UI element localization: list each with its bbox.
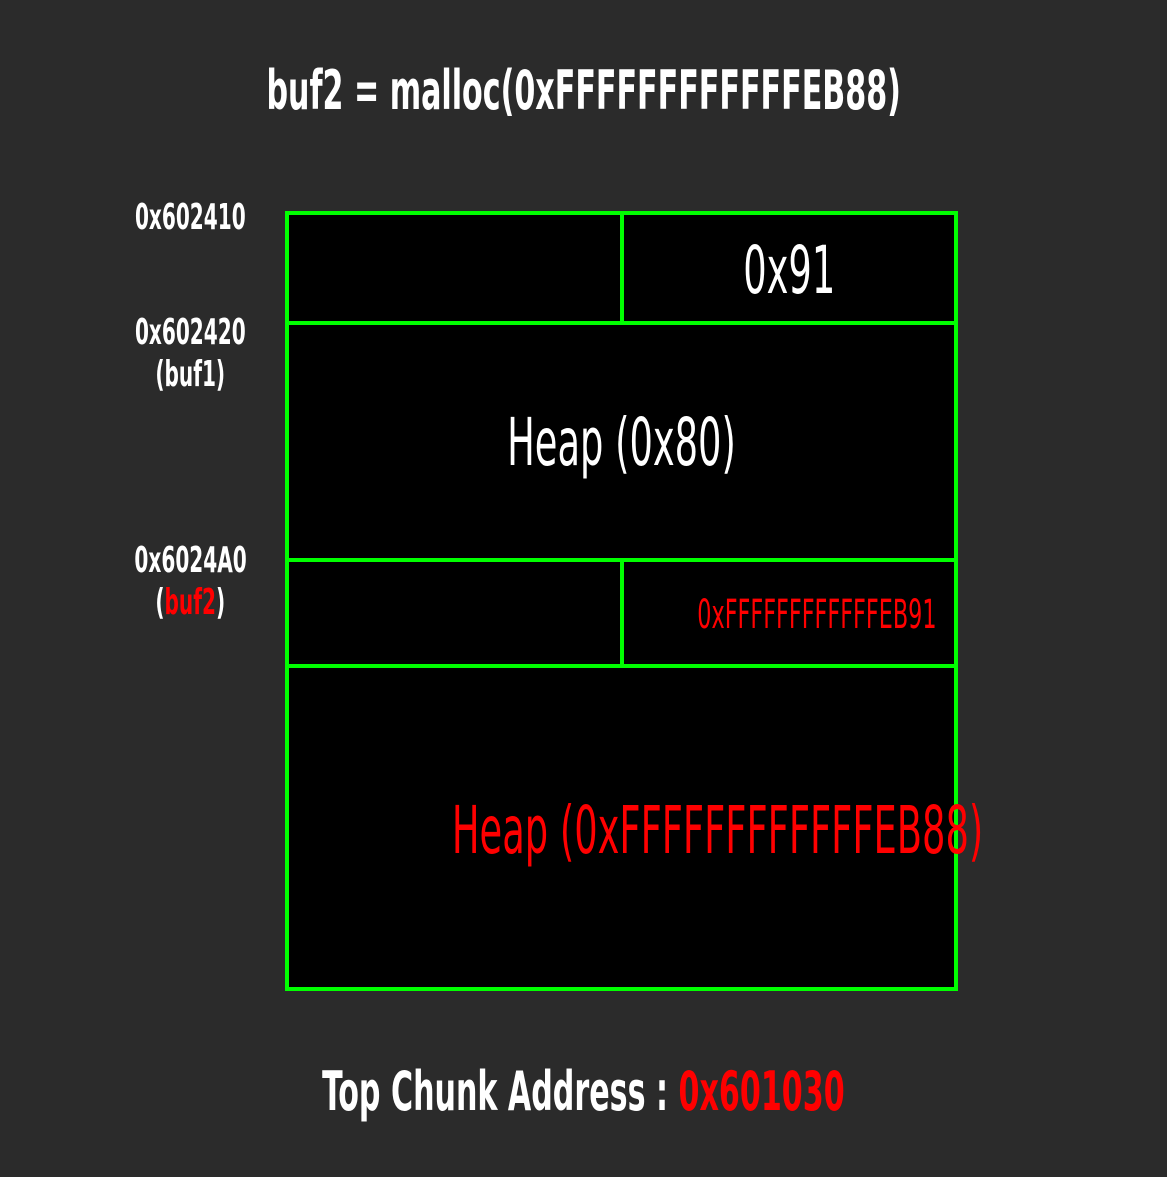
top-chunk-address: Top Chunk Address : 0x601030 <box>0 1060 1167 1124</box>
chunk2-body: Heap (0xFFFFFFFFFFFFEB88) <box>451 792 984 869</box>
address-label-1: 0x602410 <box>134 197 246 238</box>
title-text: buf2 = malloc(0xFFFFFFFFFFFFEB88) <box>266 59 901 122</box>
heap-diagram: 0x91 Heap (0x80) 0xFFFFFFFFFFFFEB91 Heap… <box>285 211 984 991</box>
top-chunk-label: Top Chunk Address : <box>322 1060 679 1123</box>
address-label-2: 0x602420 (buf1) <box>134 312 246 395</box>
separator-header1 <box>289 321 954 325</box>
top-chunk-value: 0x601030 <box>678 1060 845 1123</box>
address-label-3: 0x6024A0 (buf2) <box>134 540 247 623</box>
separator-header2 <box>289 664 954 668</box>
chunk1-body: Heap (0x80) <box>507 404 736 481</box>
chunk2-size-field: 0xFFFFFFFFFFFFEB91 <box>697 592 937 638</box>
header1-divider <box>620 215 624 321</box>
address-note-buf2: (buf2) <box>155 582 225 623</box>
chunk1-size-field: 0x91 <box>742 232 836 309</box>
diagram-title: buf2 = malloc(0xFFFFFFFFFFFFEB88) <box>0 56 1167 126</box>
buf2-variable: buf2 <box>164 582 216 623</box>
separator-chunk1-end <box>289 558 954 562</box>
address-note-buf1: (buf1) <box>155 354 225 395</box>
header2-divider <box>620 562 624 664</box>
